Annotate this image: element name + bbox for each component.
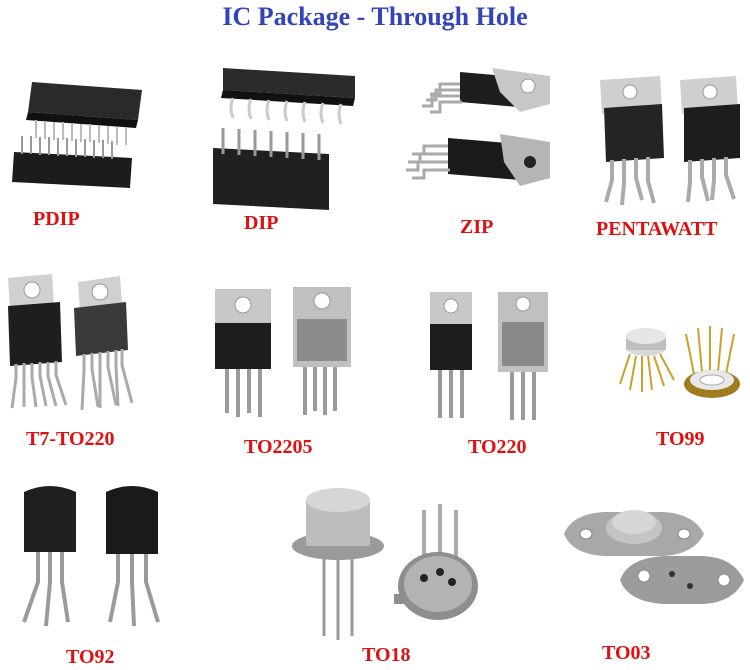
- package-label: PDIP: [33, 208, 80, 230]
- to03-package-image: [564, 510, 744, 604]
- package-label: TO92: [66, 646, 115, 668]
- to18-package-image: [292, 488, 478, 640]
- pdip-package-image: [12, 82, 142, 188]
- to92-package-image: [22, 486, 160, 627]
- package-label: TO03: [602, 642, 651, 664]
- page-title: IC Package - Through Hole: [222, 2, 528, 31]
- t7-to220-package-image: [8, 274, 134, 411]
- package-label: TO18: [362, 644, 411, 666]
- package-label: DIP: [244, 212, 279, 234]
- to2205-package-image: [215, 287, 351, 417]
- package-label: TO2205: [244, 436, 313, 458]
- pentawatt-package-image: [600, 76, 740, 206]
- to220-package-image: [430, 292, 548, 420]
- dip-package-image: [213, 68, 355, 210]
- package-label: ZIP: [460, 216, 494, 238]
- package-label: PENTAWATT: [596, 218, 718, 240]
- package-label: TO99: [656, 428, 705, 450]
- zip-package-image: [406, 68, 550, 186]
- package-label: T7-TO220: [26, 428, 115, 450]
- package-label: TO220: [468, 436, 527, 458]
- to99-package-image: [619, 326, 740, 398]
